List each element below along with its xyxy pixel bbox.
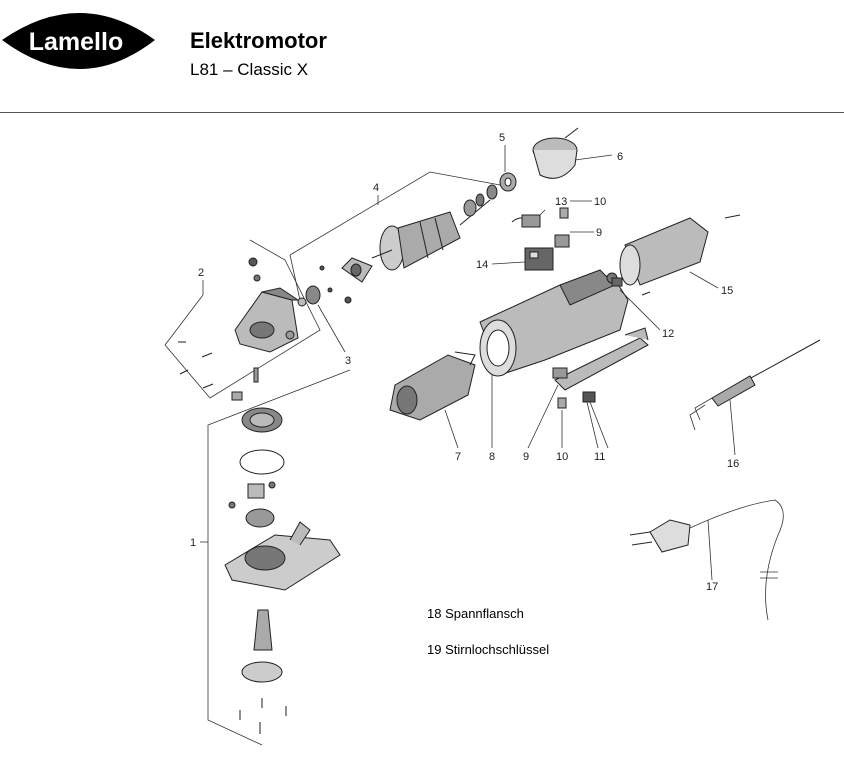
bearing-part-3 (297, 257, 373, 307)
stator-field-coil (389, 351, 476, 421)
logo-text: Lamello (29, 28, 123, 56)
part-label-7: 7 (455, 451, 461, 463)
part-label-6: 6 (617, 151, 623, 163)
leader-lines (317, 145, 736, 581)
part-label-11: 11 (594, 451, 605, 463)
part-label-17: 17 (706, 581, 718, 593)
part-label-9-upper: 9 (596, 227, 602, 239)
part-label-10-upper: 10 (594, 196, 606, 208)
part-label-8: 8 (489, 451, 495, 463)
part-label-14: 14 (476, 259, 488, 271)
part-label-5: 5 (499, 132, 505, 144)
switch-assembly (552, 277, 649, 409)
group-outline-4 (289, 171, 501, 301)
part-label-2: 2 (198, 267, 204, 279)
power-cable (689, 339, 821, 431)
part-label-3: 3 (345, 355, 351, 367)
part-label-15: 15 (721, 285, 733, 297)
gear-head-housing (178, 257, 300, 401)
note-item-19: 19 Stirnlochschlüssel (427, 642, 550, 657)
note-item-18: 18 Spannflansch (427, 606, 524, 621)
part-label-1: 1 (190, 537, 196, 549)
part-label-13: 13 (555, 196, 567, 208)
carbon-brush-parts (511, 207, 570, 271)
part-number-labels: 1 2 3 4 5 6 7 8 9 9 10 10 11 12 13 14 15… (190, 132, 739, 593)
part-label-12: 12 (662, 328, 674, 340)
lamello-logo: Lamello (2, 13, 155, 69)
rear-cover (619, 214, 741, 296)
part-label-9-lower: 9 (523, 451, 529, 463)
mains-plug (629, 499, 784, 621)
group-outline-2 (164, 239, 321, 399)
part-label-16: 16 (727, 458, 739, 470)
page-subtitle: L81 – Classic X (190, 60, 309, 79)
part-label-4: 4 (373, 182, 379, 194)
base-assembly (224, 407, 341, 734)
page-title: Elektromotor (190, 28, 327, 53)
bearing-part-5 (499, 172, 517, 192)
header-divider (0, 112, 844, 113)
armature (371, 184, 498, 271)
group-outline-1 (200, 369, 351, 746)
part-label-10-lower: 10 (556, 451, 568, 463)
brush-cap-part-6 (532, 127, 579, 179)
